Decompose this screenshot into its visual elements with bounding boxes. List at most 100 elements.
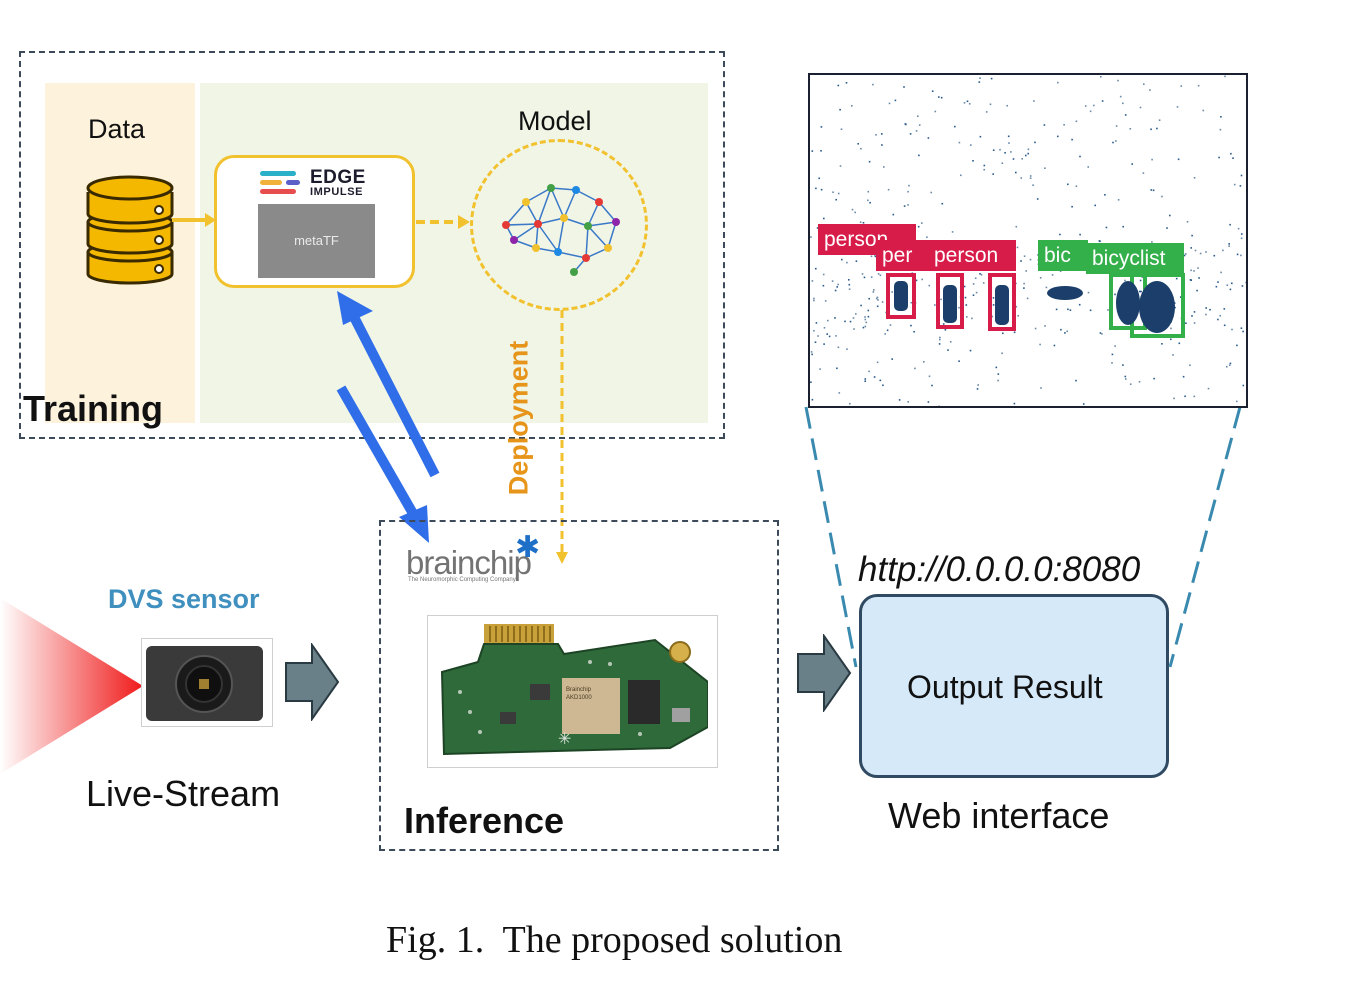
event-dot (1229, 223, 1231, 226)
event-dot (1193, 322, 1196, 324)
event-dot (979, 135, 982, 138)
event-dot (839, 108, 841, 111)
event-dot (1179, 296, 1182, 298)
event-dot (1229, 362, 1232, 365)
event-dot (883, 166, 885, 168)
event-dot (1217, 318, 1219, 321)
event-dot (915, 130, 918, 132)
event-dot (854, 211, 856, 214)
deployment-arrow (556, 310, 568, 564)
event-dot (939, 338, 941, 341)
event-dot (1033, 100, 1035, 102)
pcb-board-icon: ✳ (440, 624, 708, 756)
event-dot (1055, 308, 1058, 311)
event-dot (1023, 255, 1026, 257)
event-dot (835, 198, 837, 201)
event-dot (923, 361, 925, 363)
event-dot (939, 336, 941, 339)
event-dot (1015, 305, 1018, 308)
event-dot (913, 330, 915, 333)
event-dot (814, 341, 817, 343)
event-dot (839, 165, 842, 167)
event-dot (892, 213, 895, 216)
event-dot (1067, 308, 1069, 311)
event-dot (958, 306, 960, 309)
event-dot (1101, 333, 1103, 335)
event-dot (928, 375, 931, 378)
event-dot (1093, 104, 1095, 107)
detection-label-bic: bic (1038, 240, 1088, 271)
event-dot (831, 280, 834, 282)
event-dot (1222, 249, 1224, 252)
event-dot (1044, 167, 1046, 169)
edge-impulse-logo-icon (260, 171, 300, 194)
event-dot (835, 335, 837, 337)
event-dot (908, 184, 910, 187)
event-dot (1089, 309, 1092, 312)
event-dot (1017, 315, 1019, 317)
event-dot (1140, 290, 1142, 293)
event-dot (837, 84, 840, 87)
event-dot (1139, 290, 1141, 293)
model-label: Model (518, 106, 592, 136)
event-dot (1152, 189, 1155, 192)
event-dot (918, 154, 920, 157)
neural-brain-icon (502, 184, 620, 276)
event-dot (999, 148, 1001, 151)
event-dot (944, 329, 947, 331)
event-dot (1115, 125, 1118, 127)
event-dot (907, 401, 909, 403)
event-dot (1202, 109, 1205, 112)
board-chip-text: Brainchip AKD1000 (566, 687, 592, 701)
event-dot (846, 348, 848, 350)
event-dot (977, 384, 979, 386)
event-dot (982, 282, 985, 284)
event-dot (1143, 83, 1145, 85)
event-dot (1016, 246, 1019, 249)
event-dot (1122, 102, 1124, 105)
event-dot (823, 217, 825, 220)
event-dot (966, 100, 969, 103)
event-dot (1236, 344, 1238, 347)
event-dot (1153, 377, 1155, 380)
event-dot (891, 291, 893, 293)
event-dot (1001, 352, 1003, 355)
event-dot (1228, 243, 1230, 245)
event-dot (1237, 227, 1240, 230)
event-dot (823, 343, 825, 345)
event-dot (1057, 81, 1059, 84)
event-dot (815, 267, 817, 270)
event-dot (872, 291, 875, 293)
event-dot (1122, 364, 1124, 366)
event-dot (815, 322, 818, 324)
event-dot (863, 276, 866, 279)
event-dot (877, 299, 879, 301)
event-dot (894, 99, 897, 102)
event-dot (1029, 177, 1032, 179)
event-dot (1020, 177, 1023, 179)
event-dot (907, 190, 909, 193)
event-dot (978, 81, 981, 83)
event-dot (848, 288, 851, 290)
event-dot (867, 199, 869, 202)
event-dot (815, 187, 817, 190)
event-dot (832, 191, 834, 193)
event-dot (811, 280, 814, 282)
event-dot (1217, 281, 1219, 283)
event-dot (1075, 379, 1077, 382)
event-dot (975, 291, 978, 294)
event-dot (874, 255, 876, 257)
brainchip-logo-asterisk-icon: ✱ (515, 531, 541, 564)
event-dot (990, 77, 993, 80)
event-dot (1193, 311, 1196, 313)
event-dot (1197, 267, 1199, 269)
event-dot (1125, 378, 1127, 380)
event-dot (884, 333, 886, 335)
event-dot (960, 174, 962, 177)
inference-to-output-arrow (797, 634, 852, 712)
event-dot (979, 77, 981, 79)
event-dot (867, 190, 870, 193)
event-dot (1151, 241, 1153, 243)
event-dot (1124, 375, 1127, 378)
detection-output-panel: person per person bic bicyclist (808, 73, 1248, 408)
